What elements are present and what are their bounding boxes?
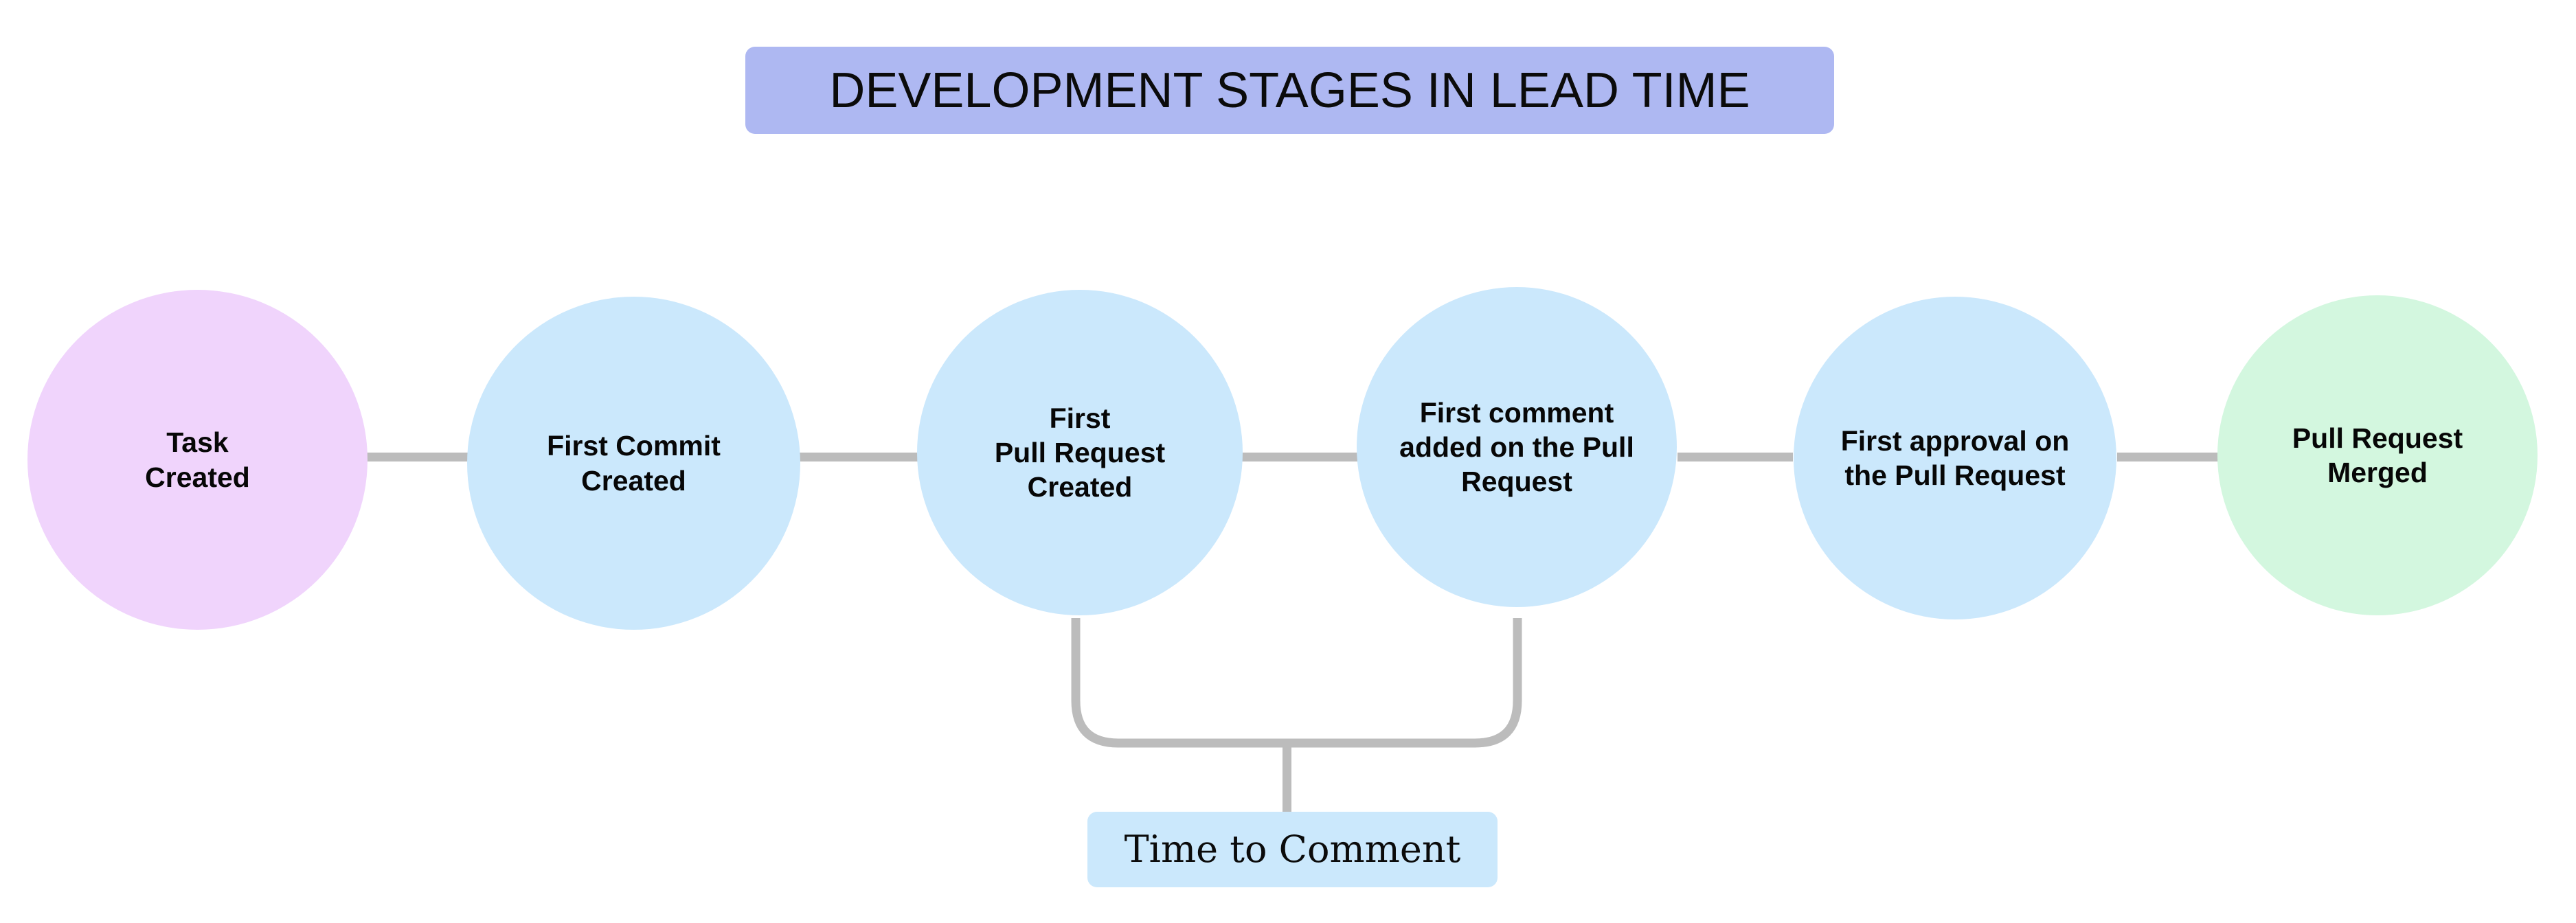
node-first-pull-request-created[interactable]: First Pull Request Created	[917, 290, 1243, 615]
time-to-comment-callout-label: Time to Comment	[1124, 828, 1461, 871]
connector-comment-to-approval	[1677, 453, 1793, 461]
node-first-approval-label: First approval on the Pull Request	[1840, 424, 2070, 491]
connector-commit-to-pr	[799, 453, 921, 461]
node-first-comment-added-label: First comment added on the Pull Request	[1399, 396, 1634, 497]
time-to-comment-bracket	[1071, 618, 1522, 748]
connector-approval-to-merged	[2117, 453, 2222, 461]
node-first-comment-added[interactable]: First comment added on the Pull Request	[1357, 287, 1677, 607]
time-to-comment-bracket-stem	[1283, 743, 1291, 817]
diagram-title-text: DEVELOPMENT STAGES IN LEAD TIME	[829, 62, 1750, 118]
connector-pr-to-comment	[1241, 453, 1359, 461]
time-to-comment-callout[interactable]: Time to Comment	[1087, 812, 1498, 887]
node-task-created-label: Task Created	[145, 426, 250, 493]
diagram-title-box: DEVELOPMENT STAGES IN LEAD TIME	[745, 47, 1834, 134]
connector-task-to-commit	[363, 453, 471, 461]
node-first-commit-created-label: First Commit Created	[547, 430, 721, 497]
node-first-commit-created[interactable]: First Commit Created	[467, 297, 800, 630]
node-first-pull-request-created-label: First Pull Request Created	[994, 402, 1166, 503]
node-task-created[interactable]: Task Created	[27, 290, 368, 630]
node-pull-request-merged[interactable]: Pull Request Merged	[2217, 295, 2538, 615]
node-pull-request-merged-label: Pull Request Merged	[2292, 422, 2463, 488]
node-first-approval[interactable]: First approval on the Pull Request	[1794, 297, 2116, 619]
